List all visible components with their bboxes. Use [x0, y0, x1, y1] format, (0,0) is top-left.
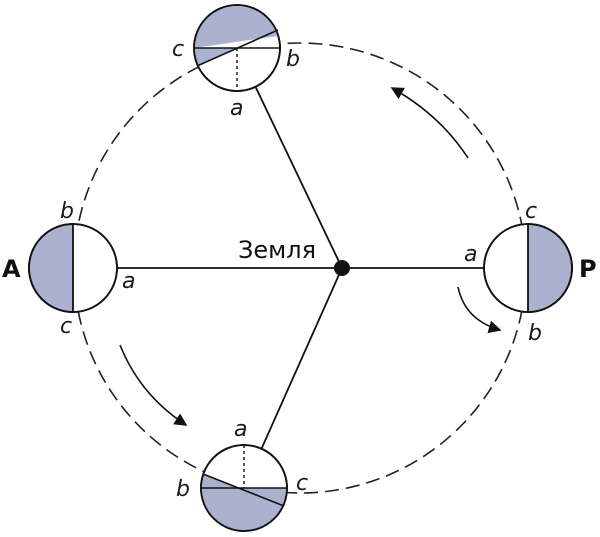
- moon-bottom: [200, 444, 288, 532]
- bottom-b-label: b: [176, 477, 190, 502]
- arrow-upper-right: [390, 87, 469, 159]
- moon-perigee: [483, 223, 573, 313]
- top-b-label: b: [286, 47, 300, 72]
- earth-label: Земля: [238, 236, 316, 264]
- perigee-c-label: c: [525, 199, 537, 224]
- apogee-c-label: c: [60, 314, 72, 339]
- perigee-label: Р: [579, 255, 597, 283]
- bottom-a-label: a: [234, 417, 247, 442]
- arrow-perigee: [457, 286, 502, 334]
- moon-top: [193, 4, 281, 92]
- apogee-a-label: a: [122, 269, 135, 294]
- top-c-label: c: [172, 37, 184, 62]
- apogee-label: А: [2, 255, 21, 283]
- top-a-label: a: [230, 96, 243, 121]
- perigee-a-label: a: [464, 242, 477, 267]
- bottom-c-label: c: [296, 471, 308, 496]
- moon-apogee: [28, 223, 118, 313]
- perigee-b-label: b: [528, 321, 542, 346]
- arrow-lower-left: [119, 344, 188, 426]
- earth-dot: [334, 260, 350, 276]
- apogee-b-label: b: [60, 199, 74, 224]
